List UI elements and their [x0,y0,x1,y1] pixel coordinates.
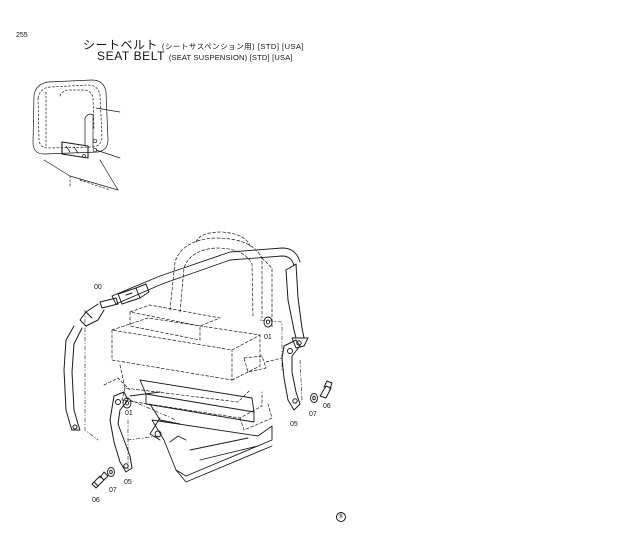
bracket-right [281,339,301,411]
cab-location-thumbnail [32,79,121,191]
seat-slide-rail [129,379,273,483]
seat-phantom [103,231,283,431]
belt-strap-left [63,325,83,431]
buckle-assembly [79,283,150,327]
callout-06-right: 06 [323,403,331,410]
title-japanese: シートベルト (シートサスペンション用) [STD] [USA] [83,36,304,53]
bolts [91,380,333,489]
title-japanese-sub: (シートサスペンション用) [STD] [USA] [161,42,305,51]
footer-circled-mark: ⑥ [336,512,346,522]
page-number: 255 [16,32,28,39]
belt-strap-right [285,263,309,349]
title-english-sub: (SEAT SUSPENSION) [STD] [USA] [168,53,293,62]
callout-06-left: 06 [92,497,100,504]
leader-lines [84,309,303,471]
washers [107,316,318,477]
callout-00: 00 [94,284,102,291]
callout-05-right: 05 [290,421,298,428]
title-english-main: SEAT BELT [97,49,165,63]
callout-01-right: 01 [264,334,272,341]
callout-01-left: 01 [125,410,133,417]
title-japanese-main: シートベルト [83,38,159,52]
title-english: SEAT BELT (SEAT SUSPENSION) [STD] [USA] [97,49,293,63]
callout-05-left: 05 [124,479,132,486]
bracket-left [109,391,133,473]
belt-strap-upper [111,247,301,305]
callout-07-right: 07 [309,411,317,418]
callout-07-left: 07 [109,487,117,494]
